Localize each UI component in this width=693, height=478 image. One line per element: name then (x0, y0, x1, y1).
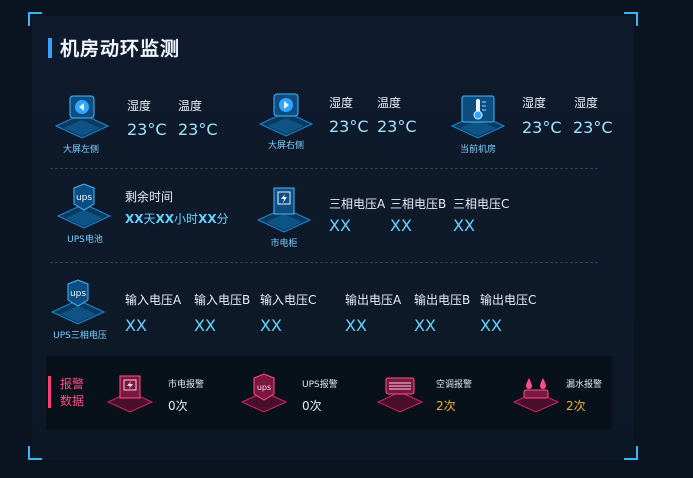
temperature-label: 温度 (178, 99, 203, 113)
ups-three-phase-icon: ups (50, 279, 106, 325)
output-voltage-value: XX (345, 316, 367, 335)
output-voltage-label: 输出电压B (414, 293, 471, 307)
humidity-value: 23°C (522, 118, 562, 137)
ups-battery-icon: ups (56, 183, 112, 229)
temperature-value: 23°C (178, 120, 218, 139)
input-voltage-label: 输入电压C (260, 293, 317, 307)
title-accent-bar (48, 38, 52, 58)
environment-caption: 大屏左侧 (62, 145, 100, 155)
alarm-section-title: 报警数据 (60, 377, 85, 408)
screen-left-icon (54, 95, 110, 139)
alarm-item-count: 2次 (436, 399, 456, 413)
phase-voltage-value: XX (453, 216, 475, 235)
alarm-item-count: 0次 (302, 399, 322, 413)
remaining-time-value: XX天XX小时XX分 (125, 212, 229, 226)
corner-decoration (28, 12, 42, 26)
input-voltage-value: XX (260, 316, 282, 335)
corner-decoration (624, 446, 638, 460)
output-voltage-label: 输出电压A (345, 293, 402, 307)
input-voltage-label: 输入电压A (125, 293, 182, 307)
corner-decoration (28, 446, 42, 460)
svg-text:ups: ups (257, 383, 271, 392)
phase-voltage-label: 三相电压A (329, 197, 386, 211)
phase-voltage-value: XX (390, 216, 412, 235)
alarm-item-name: 市电报警 (168, 380, 205, 390)
section-divider (50, 168, 598, 169)
mains-alarm-icon[interactable] (104, 372, 156, 418)
corner-decoration (624, 12, 638, 26)
temperature-label: 温度 (377, 96, 402, 110)
output-voltage-label: 输出电压C (480, 293, 537, 307)
section-divider (50, 262, 598, 263)
ups-three-phase-caption: UPS三相电压 (53, 331, 107, 341)
humidity-value: 23°C (329, 117, 369, 136)
humidity-label: 湿度 (574, 96, 599, 110)
output-voltage-value: XX (414, 316, 436, 335)
phase-voltage-value: XX (329, 216, 351, 235)
humidity-value: 23°C (127, 120, 167, 139)
humidity-value: 23°C (573, 118, 613, 137)
alarm-accent-bar (48, 376, 51, 408)
alarm-item-name: 空调报警 (436, 380, 473, 390)
humidity-label: 湿度 (329, 96, 354, 110)
ups-alarm-icon[interactable]: ups (238, 372, 290, 418)
ac-alarm-icon[interactable] (374, 372, 426, 418)
environment-caption: 大屏右侧 (267, 141, 305, 151)
alarm-item-name: UPS报警 (302, 380, 338, 390)
humidity-label: 湿度 (127, 99, 152, 113)
water-leak-alarm-icon[interactable] (510, 372, 562, 418)
environment-caption: 当前机房 (459, 145, 497, 155)
screen-right-icon (258, 93, 314, 137)
svg-text:ups: ups (70, 289, 86, 299)
input-voltage-value: XX (125, 316, 147, 335)
humidity-label: 湿度 (522, 96, 547, 110)
page-title: 机房动环监测 (60, 38, 181, 60)
phase-voltage-label: 三相电压B (390, 197, 447, 211)
alarm-item-count: 2次 (566, 399, 586, 413)
remaining-time-label: 剩余时间 (125, 190, 174, 204)
input-voltage-label: 输入电压B (194, 293, 251, 307)
alarm-item-count: 0次 (168, 399, 188, 413)
mains-cabinet-icon (256, 187, 312, 233)
input-voltage-value: XX (194, 316, 216, 335)
alarm-item-name: 漏水报警 (566, 380, 603, 390)
mains-cabinet-caption: 市电柜 (270, 239, 298, 249)
thermometer-icon (450, 95, 506, 139)
temperature-value: 23°C (377, 117, 417, 136)
ups-battery-caption: UPS电池 (67, 235, 103, 245)
svg-text:ups: ups (76, 193, 92, 203)
phase-voltage-label: 三相电压C (453, 197, 510, 211)
output-voltage-value: XX (480, 316, 502, 335)
